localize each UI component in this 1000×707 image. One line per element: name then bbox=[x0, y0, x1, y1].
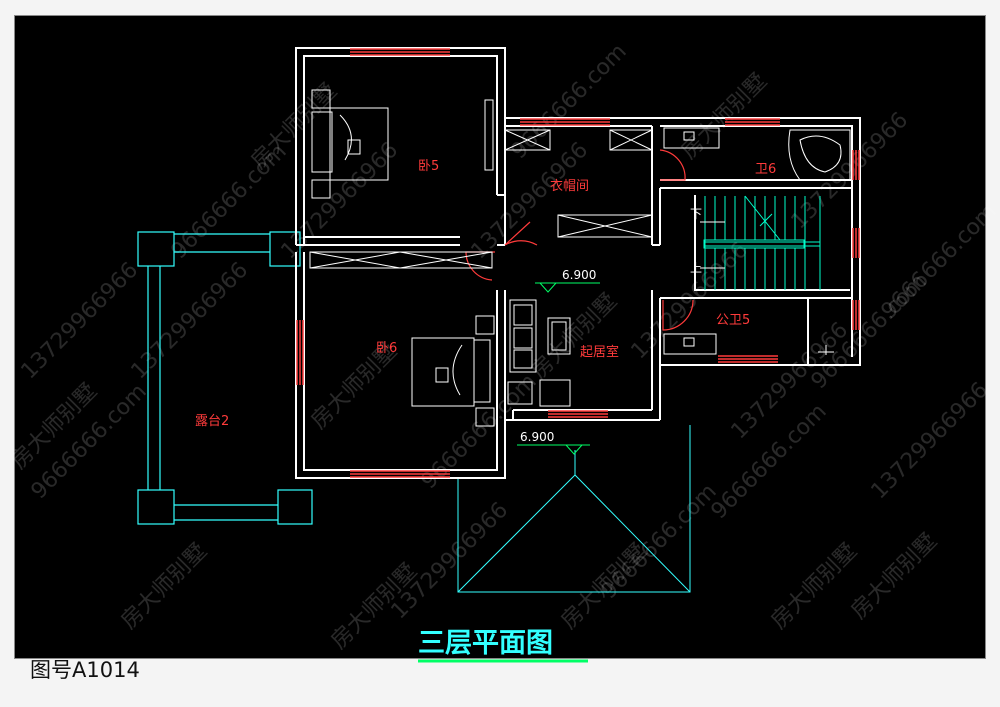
drawing-number: 图号A1014 bbox=[30, 658, 140, 682]
bath5-fixtures bbox=[663, 333, 834, 355]
watermark-brand: 房大师别墅 bbox=[247, 79, 342, 174]
room-label-bath5: 公卫5 bbox=[716, 313, 750, 328]
bedroom6-bed bbox=[411, 315, 495, 427]
doors bbox=[465, 149, 694, 331]
watermark-brand: 房大师别墅 bbox=[767, 539, 862, 634]
elevation-marker-upper bbox=[535, 282, 600, 293]
stair-arrows bbox=[700, 221, 725, 269]
watermark-phone: 13729966966 bbox=[17, 258, 144, 385]
room-label-living: 起居室 bbox=[580, 344, 619, 360]
bedroom5-bed bbox=[311, 89, 389, 199]
elevation-upper-label: 6.900 bbox=[562, 268, 596, 282]
terrace bbox=[137, 231, 313, 525]
watermark-phone: 13729966966 bbox=[127, 258, 254, 385]
watermark-brand: 房大师别墅 bbox=[117, 539, 212, 634]
watermark-layer: 房大师别墅 13729966966 9666666.com 房大师别墅 1372… bbox=[7, 39, 1000, 654]
stair-down-label: 下 bbox=[690, 207, 702, 221]
stair-up-label: 上 bbox=[690, 261, 702, 275]
watermark-site: 9666666.com bbox=[877, 199, 1000, 324]
watermark-brand: 房大师别墅 bbox=[677, 69, 772, 164]
bath6-fixtures bbox=[663, 127, 851, 181]
lower-roof bbox=[457, 425, 691, 593]
closet-cabinets bbox=[309, 99, 653, 269]
watermark-phone: 13729966966 bbox=[867, 378, 994, 505]
living-furniture bbox=[507, 299, 571, 407]
staircase bbox=[703, 195, 821, 290]
windows bbox=[296, 48, 860, 478]
watermark-brand: 房大师别墅 bbox=[527, 289, 622, 384]
watermark-brand: 房大师别墅 bbox=[847, 529, 942, 624]
room-label-bath6: 卫6 bbox=[755, 162, 776, 177]
room-label-terrace2: 露台2 bbox=[195, 414, 229, 429]
walls bbox=[295, 47, 861, 479]
page-title: 三层平面图 bbox=[418, 628, 553, 659]
room-label-bedroom5: 卧5 bbox=[418, 159, 439, 174]
room-label-closet: 衣帽间 bbox=[550, 178, 589, 194]
elevation-lower-label: 6.900 bbox=[520, 430, 554, 444]
cad-canvas bbox=[14, 15, 986, 659]
elevation-marker-lower bbox=[517, 444, 590, 455]
room-label-bedroom6: 卧6 bbox=[376, 341, 397, 356]
watermark-site: 9666666.com bbox=[597, 479, 722, 604]
watermark-phone: 13729966966 bbox=[627, 238, 754, 365]
